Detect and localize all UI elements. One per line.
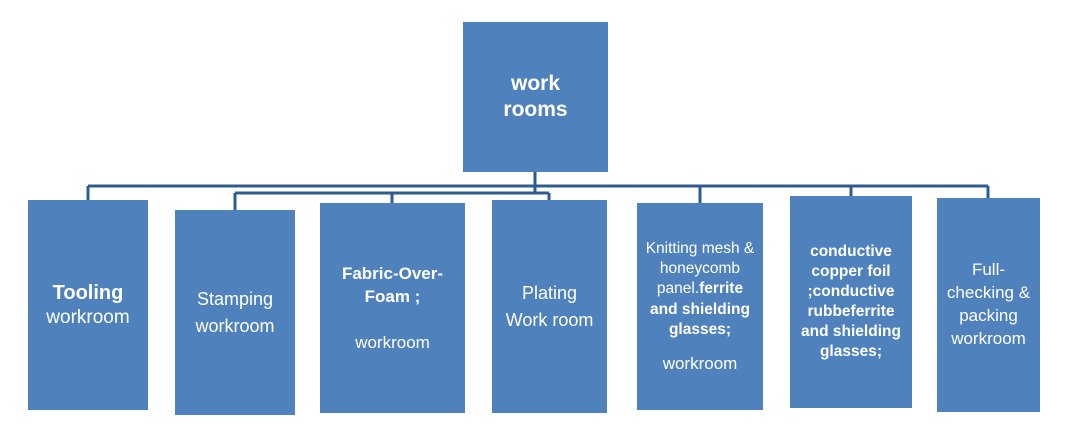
node-plating-line1: Plating	[521, 283, 578, 304]
node-work-rooms-label: work rooms	[503, 71, 568, 121]
node-stamping-workroom: Stamping workroom	[175, 210, 295, 415]
node-plating-line2: Work room	[505, 309, 594, 330]
node-tooling-title: Tooling	[52, 281, 124, 304]
node-stamping-line2: workroom	[195, 315, 275, 336]
node-full-checking-workroom: Full-checking & packing workroom	[937, 198, 1040, 412]
node-fabric-over-foam-workroom: Fabric-Over-Foam ; workroom	[320, 203, 465, 413]
node-conductive-workroom: conductive copper foil ;conductive rubbe…	[790, 196, 912, 408]
node-plating-workroom: Plating Work room	[492, 200, 607, 413]
node-tooling-subtitle: workroom	[46, 306, 130, 328]
node-conductive-text: conductive copper foil ;conductive rubbe…	[801, 242, 901, 361]
node-knitting-workroom: Knitting mesh & honeycomb panel.ferrite …	[637, 203, 763, 410]
node-knitting-footer: workroom	[662, 353, 738, 373]
node-fabric-title: Fabric-Over-Foam ;	[341, 264, 444, 306]
node-stamping-line1: Stamping	[196, 289, 274, 310]
node-fabric-subtitle: workroom	[355, 332, 430, 352]
node-knitting-text-bold: ferrite and shielding glasses;	[650, 280, 750, 338]
node-work-rooms: work rooms	[463, 22, 608, 172]
node-tooling-workroom: Tooling workroom	[28, 200, 148, 410]
node-knitting-text: Knitting mesh & honeycomb panel.ferrite …	[643, 239, 757, 340]
node-full-checking-text: Full-checking & packing workroom	[946, 260, 1031, 348]
node-knitting-text-normal: Knitting mesh & honeycomb panel.	[645, 240, 755, 298]
